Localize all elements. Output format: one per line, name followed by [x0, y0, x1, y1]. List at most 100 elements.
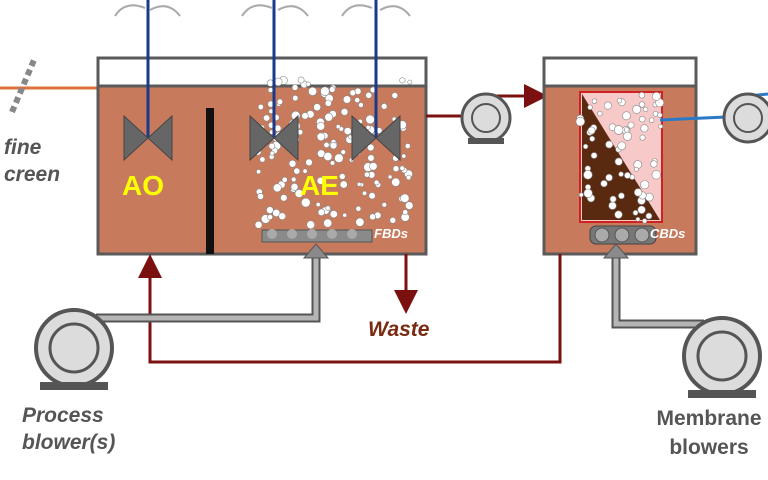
- membrane-blower: [682, 316, 762, 398]
- bubble: [582, 143, 589, 150]
- bubble: [316, 121, 326, 131]
- bubble: [369, 213, 376, 221]
- bubble: [292, 94, 299, 102]
- bubble: [291, 176, 297, 183]
- bubble: [600, 180, 608, 188]
- bubble: [320, 86, 330, 96]
- bubble: [392, 165, 400, 172]
- bubble: [291, 84, 299, 91]
- fine-screen: [9, 58, 37, 114]
- bubble: [338, 173, 346, 180]
- bubble: [367, 143, 375, 152]
- bubble: [355, 205, 362, 212]
- bubble: [589, 135, 596, 142]
- bubble: [334, 153, 344, 163]
- bubble: [650, 160, 658, 168]
- scour-bubbles: [575, 91, 665, 224]
- bubble: [575, 116, 585, 127]
- bubble: [369, 162, 378, 171]
- bubble: [651, 170, 661, 180]
- bubble: [288, 159, 297, 168]
- bubble: [339, 180, 348, 189]
- transfer-pump: [460, 92, 512, 144]
- bubble: [583, 188, 593, 198]
- bubble: [587, 126, 596, 135]
- bubble: [640, 124, 649, 133]
- bubble: [389, 217, 397, 224]
- bubble: [373, 179, 380, 186]
- bubble: [613, 125, 624, 135]
- bubble: [267, 87, 274, 93]
- bubble: [293, 167, 301, 175]
- bubble: [263, 114, 271, 122]
- bubble: [614, 210, 623, 219]
- bubble: [316, 176, 325, 185]
- bubble: [368, 192, 376, 200]
- bubble: [256, 169, 262, 175]
- bubble: [323, 218, 333, 228]
- bubble: [652, 92, 661, 101]
- waste-label: Waste: [368, 318, 430, 341]
- bubble: [590, 152, 598, 159]
- bubble: [324, 112, 334, 122]
- bubble: [401, 153, 407, 159]
- bubble: [617, 141, 627, 151]
- bubble: [257, 192, 264, 200]
- bubble: [300, 197, 311, 208]
- bubble: [405, 201, 414, 210]
- bubble: [591, 98, 598, 104]
- bubble: [605, 173, 613, 182]
- ao-zone-label: AO: [122, 170, 164, 201]
- bubble: [618, 171, 624, 177]
- bubble: [363, 171, 370, 178]
- bubble: [407, 79, 413, 85]
- bubble: [399, 77, 406, 84]
- bubble: [638, 101, 646, 108]
- bubble: [387, 174, 393, 180]
- bubble: [642, 106, 649, 112]
- bubble: [306, 220, 316, 229]
- bubble: [324, 99, 332, 107]
- bubble: [657, 112, 663, 118]
- bubble: [381, 202, 387, 208]
- bubble: [294, 189, 304, 198]
- fine-bubble-diffusers: [261, 229, 373, 243]
- bubble: [633, 166, 639, 172]
- bubble: [603, 101, 612, 110]
- bubble: [632, 105, 642, 114]
- bubble: [644, 192, 654, 202]
- bubble: [329, 141, 338, 150]
- bubble: [267, 214, 273, 220]
- bubble: [340, 149, 346, 155]
- bubble: [269, 150, 275, 156]
- bubble: [365, 125, 371, 130]
- bubble: [608, 201, 617, 210]
- bubble: [323, 142, 330, 149]
- bubble: [342, 212, 348, 218]
- bubble: [358, 102, 364, 108]
- ras-pipe: [138, 254, 562, 364]
- mixer-ao: [114, 0, 181, 162]
- bubble: [313, 103, 321, 112]
- bubble: [622, 131, 632, 141]
- bubble: [609, 195, 617, 203]
- bubble: [639, 134, 646, 141]
- bubble: [658, 124, 664, 129]
- membrane-air-pipe: [602, 243, 704, 329]
- bubble: [381, 103, 388, 110]
- fine-screen-label: fine creen: [4, 136, 61, 187]
- bubble: [587, 104, 593, 111]
- process-air-pipe: [96, 243, 330, 323]
- bubble: [633, 188, 643, 197]
- bubble: [349, 89, 357, 97]
- bubble: [641, 218, 648, 224]
- permeate-pump: [722, 92, 768, 144]
- bubble: [354, 97, 361, 103]
- bubble: [623, 127, 630, 133]
- bubble: [400, 193, 410, 203]
- bubble: [365, 114, 375, 125]
- bubble: [635, 217, 641, 222]
- bubble: [637, 205, 646, 214]
- bubble: [325, 205, 331, 211]
